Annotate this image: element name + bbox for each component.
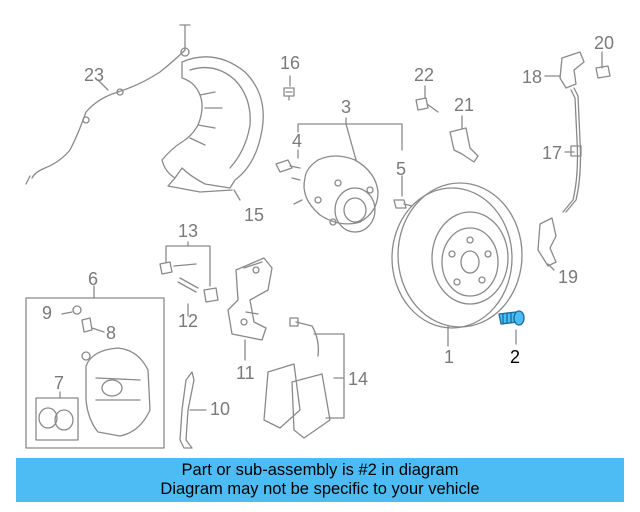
callout-16: 16 xyxy=(280,53,301,73)
callout-9: 9 xyxy=(42,303,53,323)
part-22-bolt xyxy=(415,97,439,113)
part-8-bleeder xyxy=(81,317,93,333)
callout-2: 2 xyxy=(510,347,521,367)
part-7-repair-kit xyxy=(35,397,79,441)
part-9-cap xyxy=(72,305,82,315)
info-banner: Part or sub-assembly is #2 in diagram Di… xyxy=(16,458,624,502)
part-23-abs-wire xyxy=(25,24,191,185)
callout-3: 3 xyxy=(341,97,352,117)
callout-11: 11 xyxy=(236,363,255,383)
callout-15: 15 xyxy=(244,205,265,225)
part-14-brake-pads xyxy=(263,317,331,439)
callout-20: 20 xyxy=(594,33,615,53)
callout-1: 1 xyxy=(444,347,455,367)
callout-7: 7 xyxy=(54,373,65,393)
callout-13: 13 xyxy=(178,221,199,241)
callout-19: 19 xyxy=(558,267,579,287)
part-5-bolt xyxy=(393,199,413,209)
callout-8: 8 xyxy=(106,323,117,343)
banner-line-1: Part or sub-assembly is #2 in diagram xyxy=(181,461,459,479)
callout-22: 22 xyxy=(414,65,435,85)
part-3-hub-assembly xyxy=(291,155,379,233)
part-16-bolt xyxy=(283,87,295,101)
part-21-sensor xyxy=(449,127,479,163)
callout-12: 12 xyxy=(178,311,199,331)
callout-21: 21 xyxy=(454,95,475,115)
callout-14: 14 xyxy=(348,369,369,389)
part-15-dust-shield xyxy=(161,56,264,193)
callout-10: 10 xyxy=(210,399,231,419)
callout-17: 17 xyxy=(542,143,563,163)
callout-5: 5 xyxy=(396,159,407,179)
callout-18: 18 xyxy=(522,67,543,87)
part-1-rotor xyxy=(391,182,523,329)
part-11-caliper-bracket xyxy=(227,257,273,341)
callout-4: 4 xyxy=(292,131,303,151)
part-13-guide-pin-kit xyxy=(159,261,219,303)
part-19-bracket xyxy=(537,217,557,267)
part-2-bolt-highlighted xyxy=(498,310,525,326)
part-6-caliper-assembly xyxy=(25,297,165,449)
part-10-spring-clip xyxy=(179,371,195,449)
part-18-bracket xyxy=(559,51,585,89)
part-17-brake-hose xyxy=(562,87,582,213)
callout-6: 6 xyxy=(88,269,99,289)
part-20-clip xyxy=(595,65,611,79)
banner-line-2: Diagram may not be specific to your vehi… xyxy=(160,480,480,498)
leader-lines xyxy=(59,51,603,419)
part-4-bolt xyxy=(275,159,301,173)
callout-23: 23 xyxy=(84,65,105,85)
